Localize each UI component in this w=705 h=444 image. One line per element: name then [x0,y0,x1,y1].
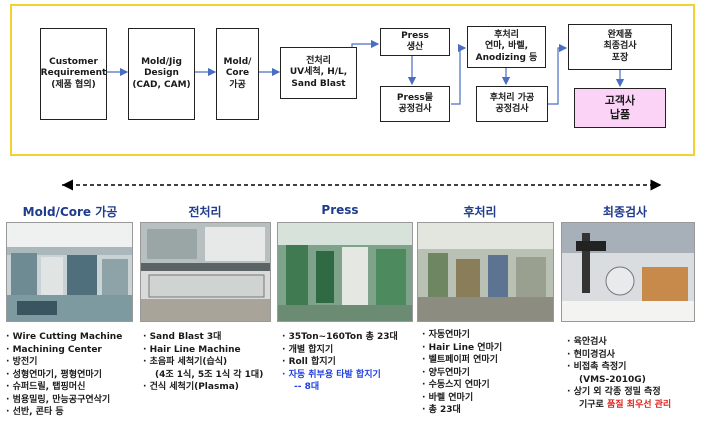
arrow-postinspect-to-final [548,48,566,104]
list-item: 개별 합지기 [282,344,398,357]
list-item: Sand Blast 3대 [143,331,263,344]
list-item: -- 8대 [282,381,398,394]
stage-photo-press [277,222,413,322]
list-item: 슈퍼드릴, 탭핑머신 [6,381,122,394]
list-item: 바렐 연마기 [422,392,502,405]
list-item: (VMS-2010G) [567,374,671,387]
list-item: 선반, 콘타 등 [6,406,122,419]
stage-list-mold-core: Wire Cutting Machine Machining Center 방전… [6,331,122,419]
stage-list-press: 35Ton~160Ton 총 23대 개별 합지기 Roll 합지기 자동 취부… [282,331,398,394]
list-item: 35Ton~160Ton 총 23대 [282,331,398,344]
stage-list-pretreat: Sand Blast 3대 Hair Line Machine 초음파 세척기(… [143,331,263,394]
arrow-inspect-to-post [451,48,465,104]
list-item: 벨트페이퍼 연마기 [422,354,502,367]
stage-photo-pretreat [140,222,271,322]
list-item: 범용밀링, 만능공구연삭기 [6,394,122,407]
list-item: Roll 합지기 [282,356,398,369]
list-item: 성형연마기, 평형연마기 [6,369,122,382]
list-item: 육안검사 [567,336,671,349]
list-item: 현미경검사 [567,349,671,362]
stage-title-post: 후처리 [420,203,540,220]
list-item: Hair Line Machine [143,344,263,357]
quality-highlight: 품질 최우선 관리 [607,400,671,410]
stage-list-final: 육안검사 현미경검사 비접촉 측정기 (VMS-2010G) 상기 외 각종 정… [567,336,671,411]
list-item: 수동스지 연마기 [422,379,502,392]
stage-photo-post [417,222,554,322]
list-item: Wire Cutting Machine [6,331,122,344]
list-item: Machining Center [6,344,122,357]
list-item: 자동연마기 [422,329,502,342]
stage-title-final: 최종검사 [565,203,685,220]
list-item: 상기 외 각종 정밀 측정 [567,386,671,399]
stage-title-mold-core: Mold/Core 가공 [10,203,130,220]
list-item: 건식 세척기(Plasma) [143,381,263,394]
list-item: 방전기 [6,356,122,369]
list-item: 초음파 세척기(습식) [143,356,263,369]
list-item: (4조 1식, 5조 1식 각 1대) [143,369,263,382]
stage-photo-mold-core [6,222,133,322]
stage-title-press: Press [280,203,400,217]
stage-title-pretreat: 전처리 [145,203,265,220]
list-item: 자동 취부용 타발 합지기 [282,369,398,382]
list-item: Hair Line 연마기 [422,342,502,355]
list-item: 기구로 품질 최우선 관리 [567,399,671,412]
list-item: 비접촉 측정기 [567,361,671,374]
list-item: 양두연마기 [422,367,502,380]
stage-photo-final [561,222,695,322]
stage-list-post: 자동연마기 Hair Line 연마기 벨트페이퍼 연마기 양두연마기 수동스지… [422,329,502,417]
list-item: 총 23대 [422,404,502,417]
